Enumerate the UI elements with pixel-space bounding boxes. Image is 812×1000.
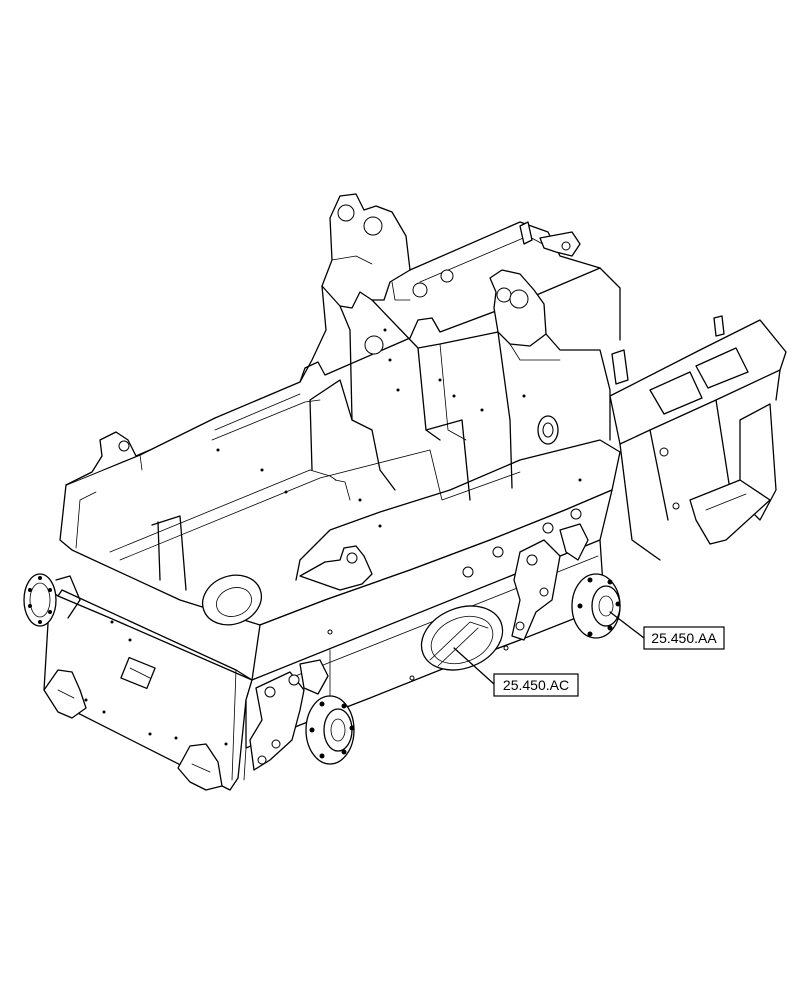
- rear-axle-hub: [571, 573, 621, 639]
- front-left-hub: [23, 573, 57, 627]
- callout-rear-axle-hub[interactable]: 25.450.AA: [609, 611, 725, 650]
- callout-side-cover[interactable]: 25.450.AC: [453, 647, 579, 697]
- callout-box: [643, 626, 725, 650]
- callout-leader-line: [453, 647, 495, 685]
- callout-label: 25.450.AA: [651, 630, 717, 646]
- frame-detail-holes: [84, 328, 582, 746]
- rear-axle-mount: [511, 523, 589, 641]
- callout-label: 25.450.AC: [503, 677, 569, 693]
- front-axle-mount: [249, 659, 329, 771]
- callout-box: [493, 673, 579, 697]
- callout-leader-line: [609, 611, 645, 639]
- chassis-frame: [23, 193, 787, 791]
- rail-bolts: [327, 508, 582, 681]
- front-axle-hub: [305, 695, 355, 765]
- rear-box-frame: [609, 315, 787, 561]
